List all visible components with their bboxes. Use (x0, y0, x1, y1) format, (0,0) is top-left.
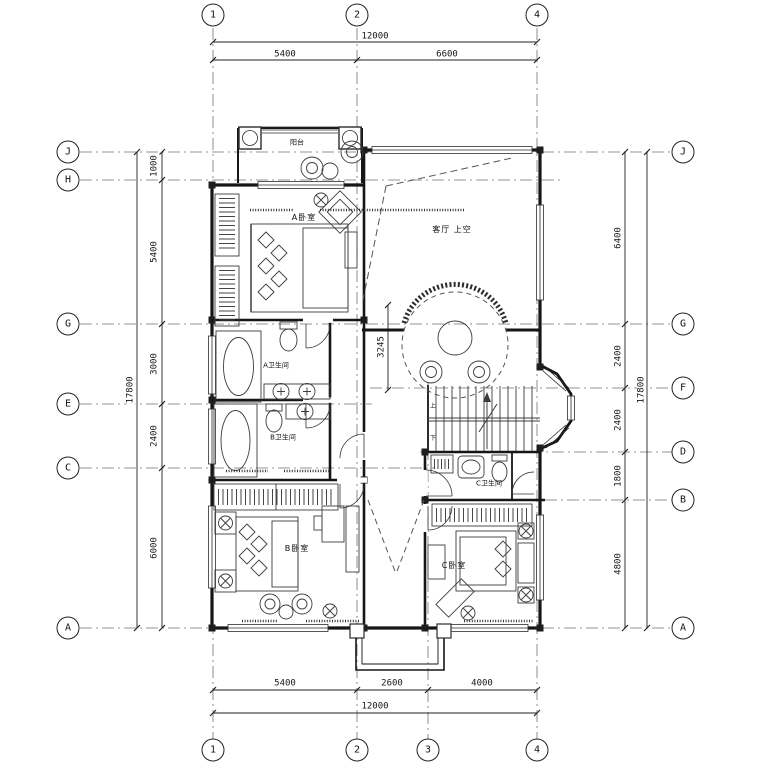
dim-top-seg-1: 5400 (273, 49, 297, 60)
grid-bubble-right-j: J (671, 140, 695, 164)
dim-top-total: 12000 (360, 31, 390, 42)
dim-bottom-seg-1: 5400 (273, 678, 297, 689)
grid-bubble-right-g: G (671, 312, 695, 336)
annotation-strips (226, 208, 534, 623)
grid-bubble-left-c: C (56, 456, 80, 480)
dim-left-seg-1: 1000 (149, 154, 160, 178)
grid-bubble-top-1: 1 (201, 3, 225, 27)
room-label-bedroom-c: C卧室 (441, 561, 467, 570)
room-label-bath-c: C卫生间 (476, 479, 502, 488)
columns (208, 146, 544, 632)
furniture (213, 140, 535, 620)
room-label-bedroom-b: B卧室 (284, 544, 310, 553)
dim-left-seg-4: 2400 (149, 424, 160, 448)
grid-bubble-top-2: 2 (345, 3, 369, 27)
room-label-bath-a: A卫生间 (263, 361, 289, 370)
dim-right-total: 17800 (636, 375, 647, 405)
room-label-bath-b: B卫生间 (270, 433, 296, 442)
dim-bottom-seg-3: 4000 (470, 678, 494, 689)
staircase (428, 386, 540, 451)
dim-top-seg-2: 6600 (435, 49, 459, 60)
dim-right-seg-2: 2400 (613, 344, 624, 368)
dim-left-seg-3: 3000 (149, 352, 160, 376)
grid-bubble-right-d: D (671, 440, 695, 464)
stair-direction-arrow (483, 392, 491, 402)
hanger-racks (218, 198, 528, 522)
grid-axis-lines (80, 28, 672, 740)
dim-right-seg-4: 1800 (613, 464, 624, 488)
dim-left-seg-2: 5400 (149, 240, 160, 264)
room-label-living-void: 客厅 上空 (432, 225, 472, 234)
dim-right-seg-3: 2400 (613, 408, 624, 432)
doors (305, 323, 535, 531)
stair-down-label: 下 (429, 435, 437, 442)
grid-bubble-bottom-1: 1 (201, 738, 225, 762)
room-label-bedroom-a: A卧室 (291, 213, 317, 222)
grid-bubble-bottom-4: 4 (525, 738, 549, 762)
dim-right-seg-5: 4800 (613, 552, 624, 576)
grid-bubble-left-g: G (56, 312, 80, 336)
grid-bubble-right-a: A (671, 616, 695, 640)
dim-bottom-total: 12000 (360, 701, 390, 712)
dim-left-total: 17800 (125, 375, 136, 405)
grid-bubble-left-e: E (56, 392, 80, 416)
grid-bubble-right-b: B (671, 488, 695, 512)
dimension-lines (133, 38, 651, 717)
grid-bubble-right-f: F (671, 376, 695, 400)
void-dashed-outline (362, 157, 513, 575)
grid-bubble-left-h: H (56, 168, 80, 192)
grid-bubble-left-a: A (56, 616, 80, 640)
grid-bubble-left-j: J (56, 140, 80, 164)
dim-right-seg-1: 6400 (613, 226, 624, 250)
lamp-symbols (218, 192, 534, 621)
dim-interior: 3245 (376, 335, 387, 359)
grid-bubble-top-4: 4 (525, 3, 549, 27)
dim-bottom-seg-2: 2600 (380, 678, 404, 689)
room-label-balcony: 阳台 (290, 138, 304, 147)
grid-bubble-bottom-2: 2 (345, 738, 369, 762)
stair-up-label: 上 (429, 403, 437, 410)
curved-railing (401, 282, 509, 324)
dim-left-seg-5: 6000 (149, 536, 160, 560)
grid-bubble-bottom-3: 3 (416, 738, 440, 762)
windows (208, 126, 575, 639)
